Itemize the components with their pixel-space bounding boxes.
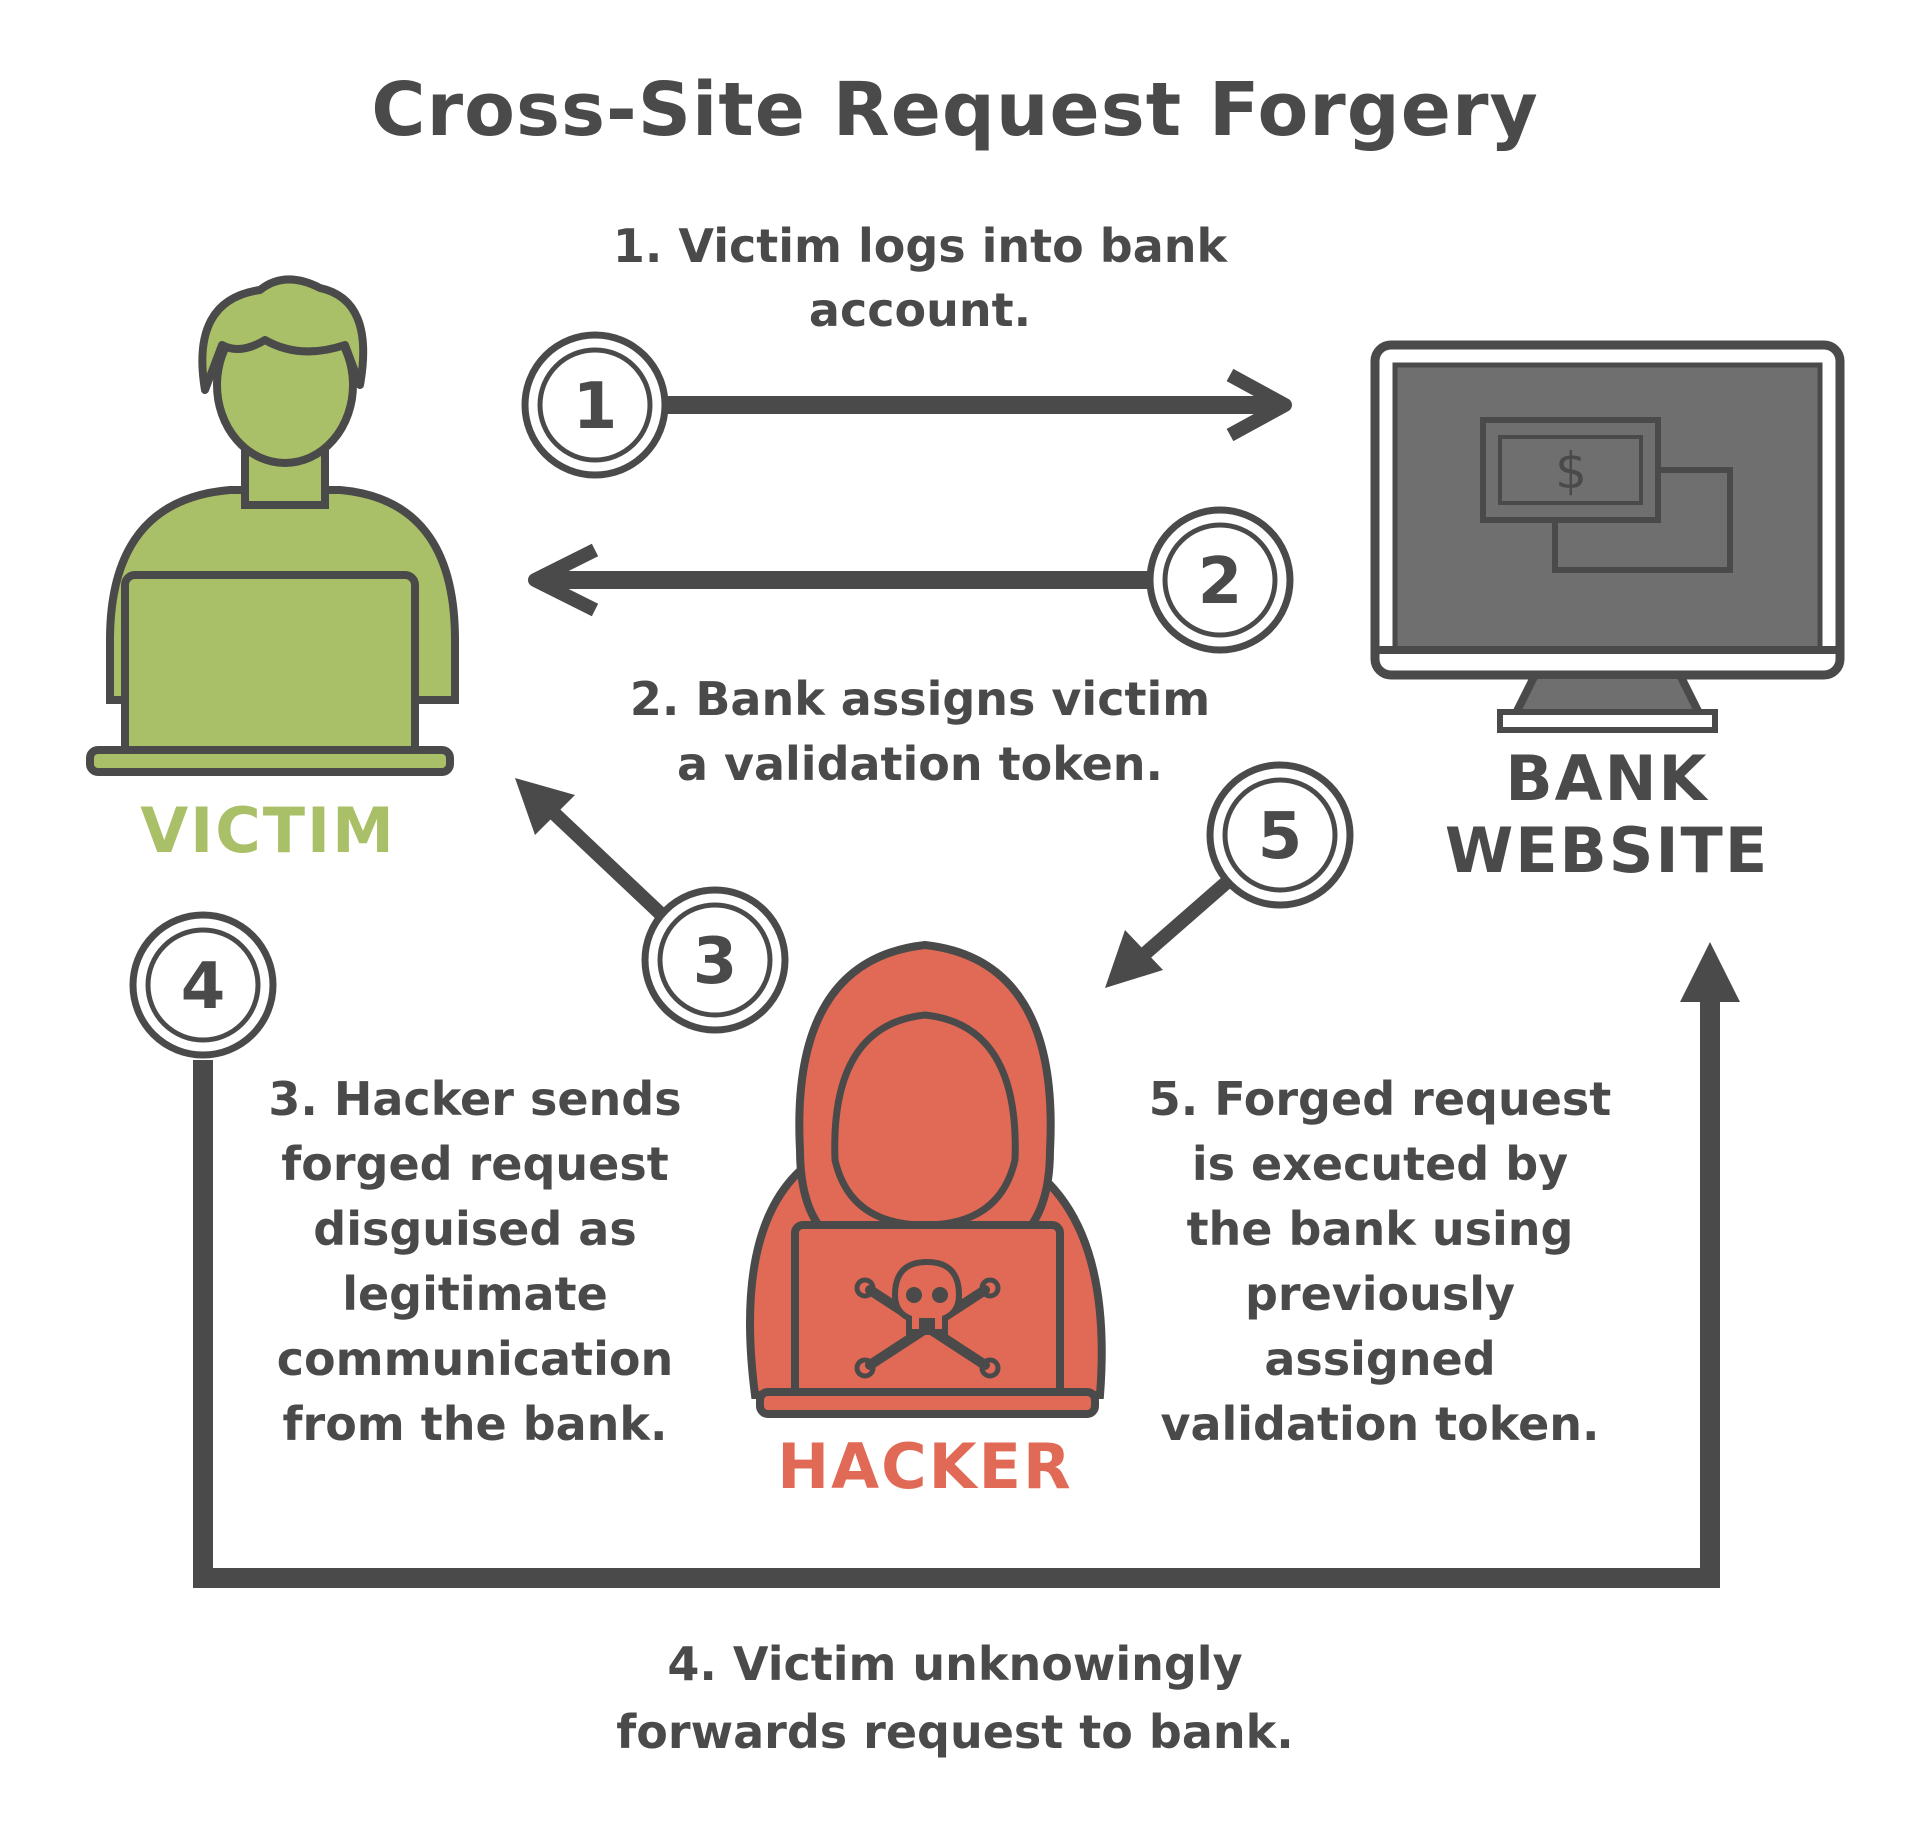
step-3-line-5: communication xyxy=(277,1332,673,1386)
step-1-caption: 1. Victim logs into bank account. xyxy=(613,219,1229,337)
step-5-line-2: is executed by xyxy=(1192,1137,1568,1191)
page-title: Cross-Site Request Forgery xyxy=(371,67,1538,153)
money-icon: $ xyxy=(1480,417,1733,573)
arrow-step-1-head xyxy=(1226,368,1292,442)
bank-monitor-icon xyxy=(1370,340,1845,733)
arrow-step-2-head xyxy=(528,543,599,617)
step-1-badge: 1 xyxy=(521,331,669,479)
step-3-line-4: legitimate xyxy=(342,1267,608,1321)
step-3-line-6: from the bank. xyxy=(283,1397,668,1451)
step-5-line-6: validation token. xyxy=(1160,1397,1599,1451)
arrow-step-3 xyxy=(535,794,670,924)
step-3-badge: 3 xyxy=(641,886,789,1034)
dollar-symbol: $ xyxy=(1555,442,1587,500)
bank-label-line-1: BANK xyxy=(1505,742,1708,815)
bank-label-line-2: WEBSITE xyxy=(1445,814,1769,887)
arrow-step-5 xyxy=(1135,869,1240,964)
step-5-line-3: the bank using xyxy=(1187,1202,1574,1256)
step-4-badge: 4 xyxy=(129,911,277,1059)
step-2-line-2: a validation token. xyxy=(677,737,1163,791)
step-4-number: 4 xyxy=(181,950,226,1024)
step-2-line-1: 2. Bank assigns victim xyxy=(630,672,1210,726)
victim-person-icon xyxy=(86,275,459,776)
step-5-caption: 5. Forged request is executed by the ban… xyxy=(1149,1072,1612,1451)
step-1-line-2: account. xyxy=(809,283,1031,337)
step-2-caption: 2. Bank assigns victim a validation toke… xyxy=(630,672,1210,791)
arrow-step-4-head xyxy=(1680,942,1740,1002)
step-4-line-2: forwards request to bank. xyxy=(616,1705,1293,1759)
step-4-caption: 4. Victim unknowingly forwards request t… xyxy=(616,1637,1293,1759)
step-3-line-2: forged request xyxy=(281,1137,669,1191)
step-5-badge: 5 xyxy=(1206,761,1354,909)
step-5-line-5: assigned xyxy=(1264,1332,1495,1386)
arrow-step-4 xyxy=(193,1000,1720,1588)
arrow-step-5-head xyxy=(1105,930,1163,988)
step-1-number: 1 xyxy=(573,370,618,444)
step-3-line-3: disguised as xyxy=(313,1202,636,1256)
step-3-line-1: 3. Hacker sends xyxy=(268,1072,681,1126)
hacker-label: HACKER xyxy=(777,1430,1073,1503)
step-2-badge: 2 xyxy=(1146,506,1294,654)
victim-label: VICTIM xyxy=(140,794,396,867)
step-3-number: 3 xyxy=(693,925,738,999)
step-3-caption: 3. Hacker sends forged request disguised… xyxy=(268,1072,681,1451)
step-1-line-1: 1. Victim logs into bank xyxy=(613,219,1229,273)
step-5-line-1: 5. Forged request xyxy=(1149,1072,1612,1126)
hacker-hooded-icon xyxy=(746,940,1106,1418)
arrow-step-3-head xyxy=(515,778,575,835)
step-2-number: 2 xyxy=(1198,545,1243,619)
step-5-line-4: previously xyxy=(1245,1267,1515,1321)
step-5-number: 5 xyxy=(1258,800,1303,874)
step-4-line-1: 4. Victim unknowingly xyxy=(667,1637,1242,1691)
skull-crossbones-icon xyxy=(854,1258,1001,1379)
